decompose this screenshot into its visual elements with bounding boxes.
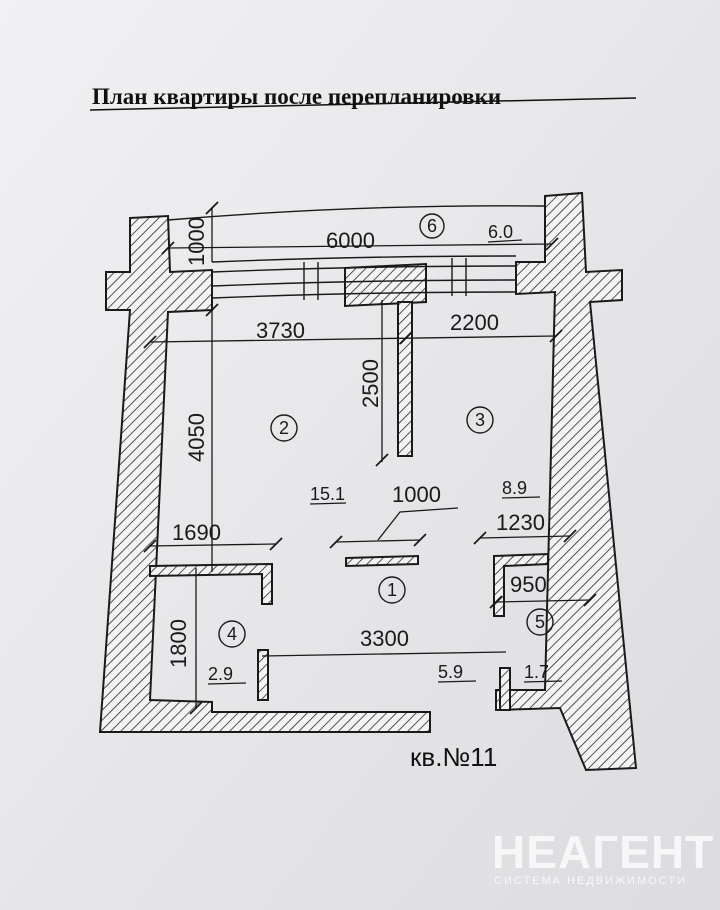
room5-number: 5: [535, 612, 545, 632]
dim-room4-depth: 1800: [166, 619, 191, 668]
room6-area: 6.0: [488, 222, 513, 242]
title-underline: [89, 97, 637, 111]
room6-number: 6: [427, 216, 437, 236]
room6-area-underline: [487, 239, 523, 243]
dim-line-opening: [335, 539, 421, 543]
room4-marker: [218, 620, 246, 648]
room5-door-jamb: [499, 667, 511, 711]
dim-room2-depth: 4050: [184, 413, 209, 462]
room4-number: 4: [227, 624, 237, 644]
dim-partition-length: 2500: [358, 359, 383, 408]
dim-line-balcony-width: [167, 243, 553, 249]
room5-area-underline: [523, 680, 563, 683]
room2-marker: [270, 414, 298, 442]
room1-area: 5.9: [438, 662, 463, 682]
dim-room3-width: 2200: [450, 310, 499, 335]
dimension-lines: [143, 201, 597, 715]
balcony-lines: [167, 205, 546, 300]
balcony-top-line: [167, 205, 546, 221]
dim-hall-width: 3300: [360, 626, 409, 651]
room2-area-underline: [309, 502, 347, 505]
watermark-tagline: СИСТЕМА НЕДВИЖИМОСТИ: [494, 875, 687, 887]
room3-area: 8.9: [502, 478, 527, 498]
dim-balcony-width: 6000: [326, 228, 375, 253]
dim-line-room5-inner: [495, 599, 591, 603]
walls: [98, 191, 638, 772]
balcony-line-3: [211, 279, 517, 287]
left-wall: [98, 214, 431, 733]
room4-area: 2.9: [208, 664, 233, 684]
room5-marker: [526, 608, 554, 636]
room2-number: 2: [279, 418, 289, 438]
apartment-label: кв.№11: [410, 742, 497, 772]
room3-number: 3: [475, 410, 485, 430]
room6-marker: [419, 213, 445, 239]
balcony-line-1: [211, 255, 517, 263]
dim-line-room5-outer: [479, 535, 571, 539]
room4-area-underline: [207, 682, 247, 685]
dim-leader-opening: [377, 507, 459, 541]
room2-area: 15.1: [310, 484, 345, 504]
balcony-pillar: [344, 262, 427, 308]
dim-room5-inner: 950: [510, 572, 547, 597]
dim-room5-outer: 1230: [496, 510, 545, 535]
dim-line-room4-width: [149, 543, 277, 547]
right-wall: [495, 191, 638, 772]
room5-top-wall: [493, 552, 549, 617]
opening-bar: [345, 554, 419, 568]
room4-top-wall: [149, 562, 273, 605]
room3-marker: [466, 406, 494, 434]
watermark-logo: НЕАГЕНТ: [492, 826, 714, 878]
dim-line-room-widths: [149, 335, 557, 343]
dim-line-hall-width: [261, 651, 507, 657]
dim-room4-width: 1690: [172, 520, 221, 545]
room4-door-jamb: [257, 649, 269, 701]
dim-balcony-depth: 1000: [184, 217, 209, 266]
dim-room2-width: 3730: [256, 318, 305, 343]
room1-area-underline: [437, 680, 477, 683]
room3-area-underline: [501, 496, 541, 499]
central-partition: [397, 301, 413, 457]
room5-area: 1.7: [524, 662, 549, 682]
balcony-line-4: [211, 291, 517, 299]
room1-number: 1: [387, 580, 397, 600]
balcony-line-2: [211, 265, 517, 273]
dim-opening-width: 1000: [392, 482, 441, 507]
room1-marker: [378, 576, 406, 604]
